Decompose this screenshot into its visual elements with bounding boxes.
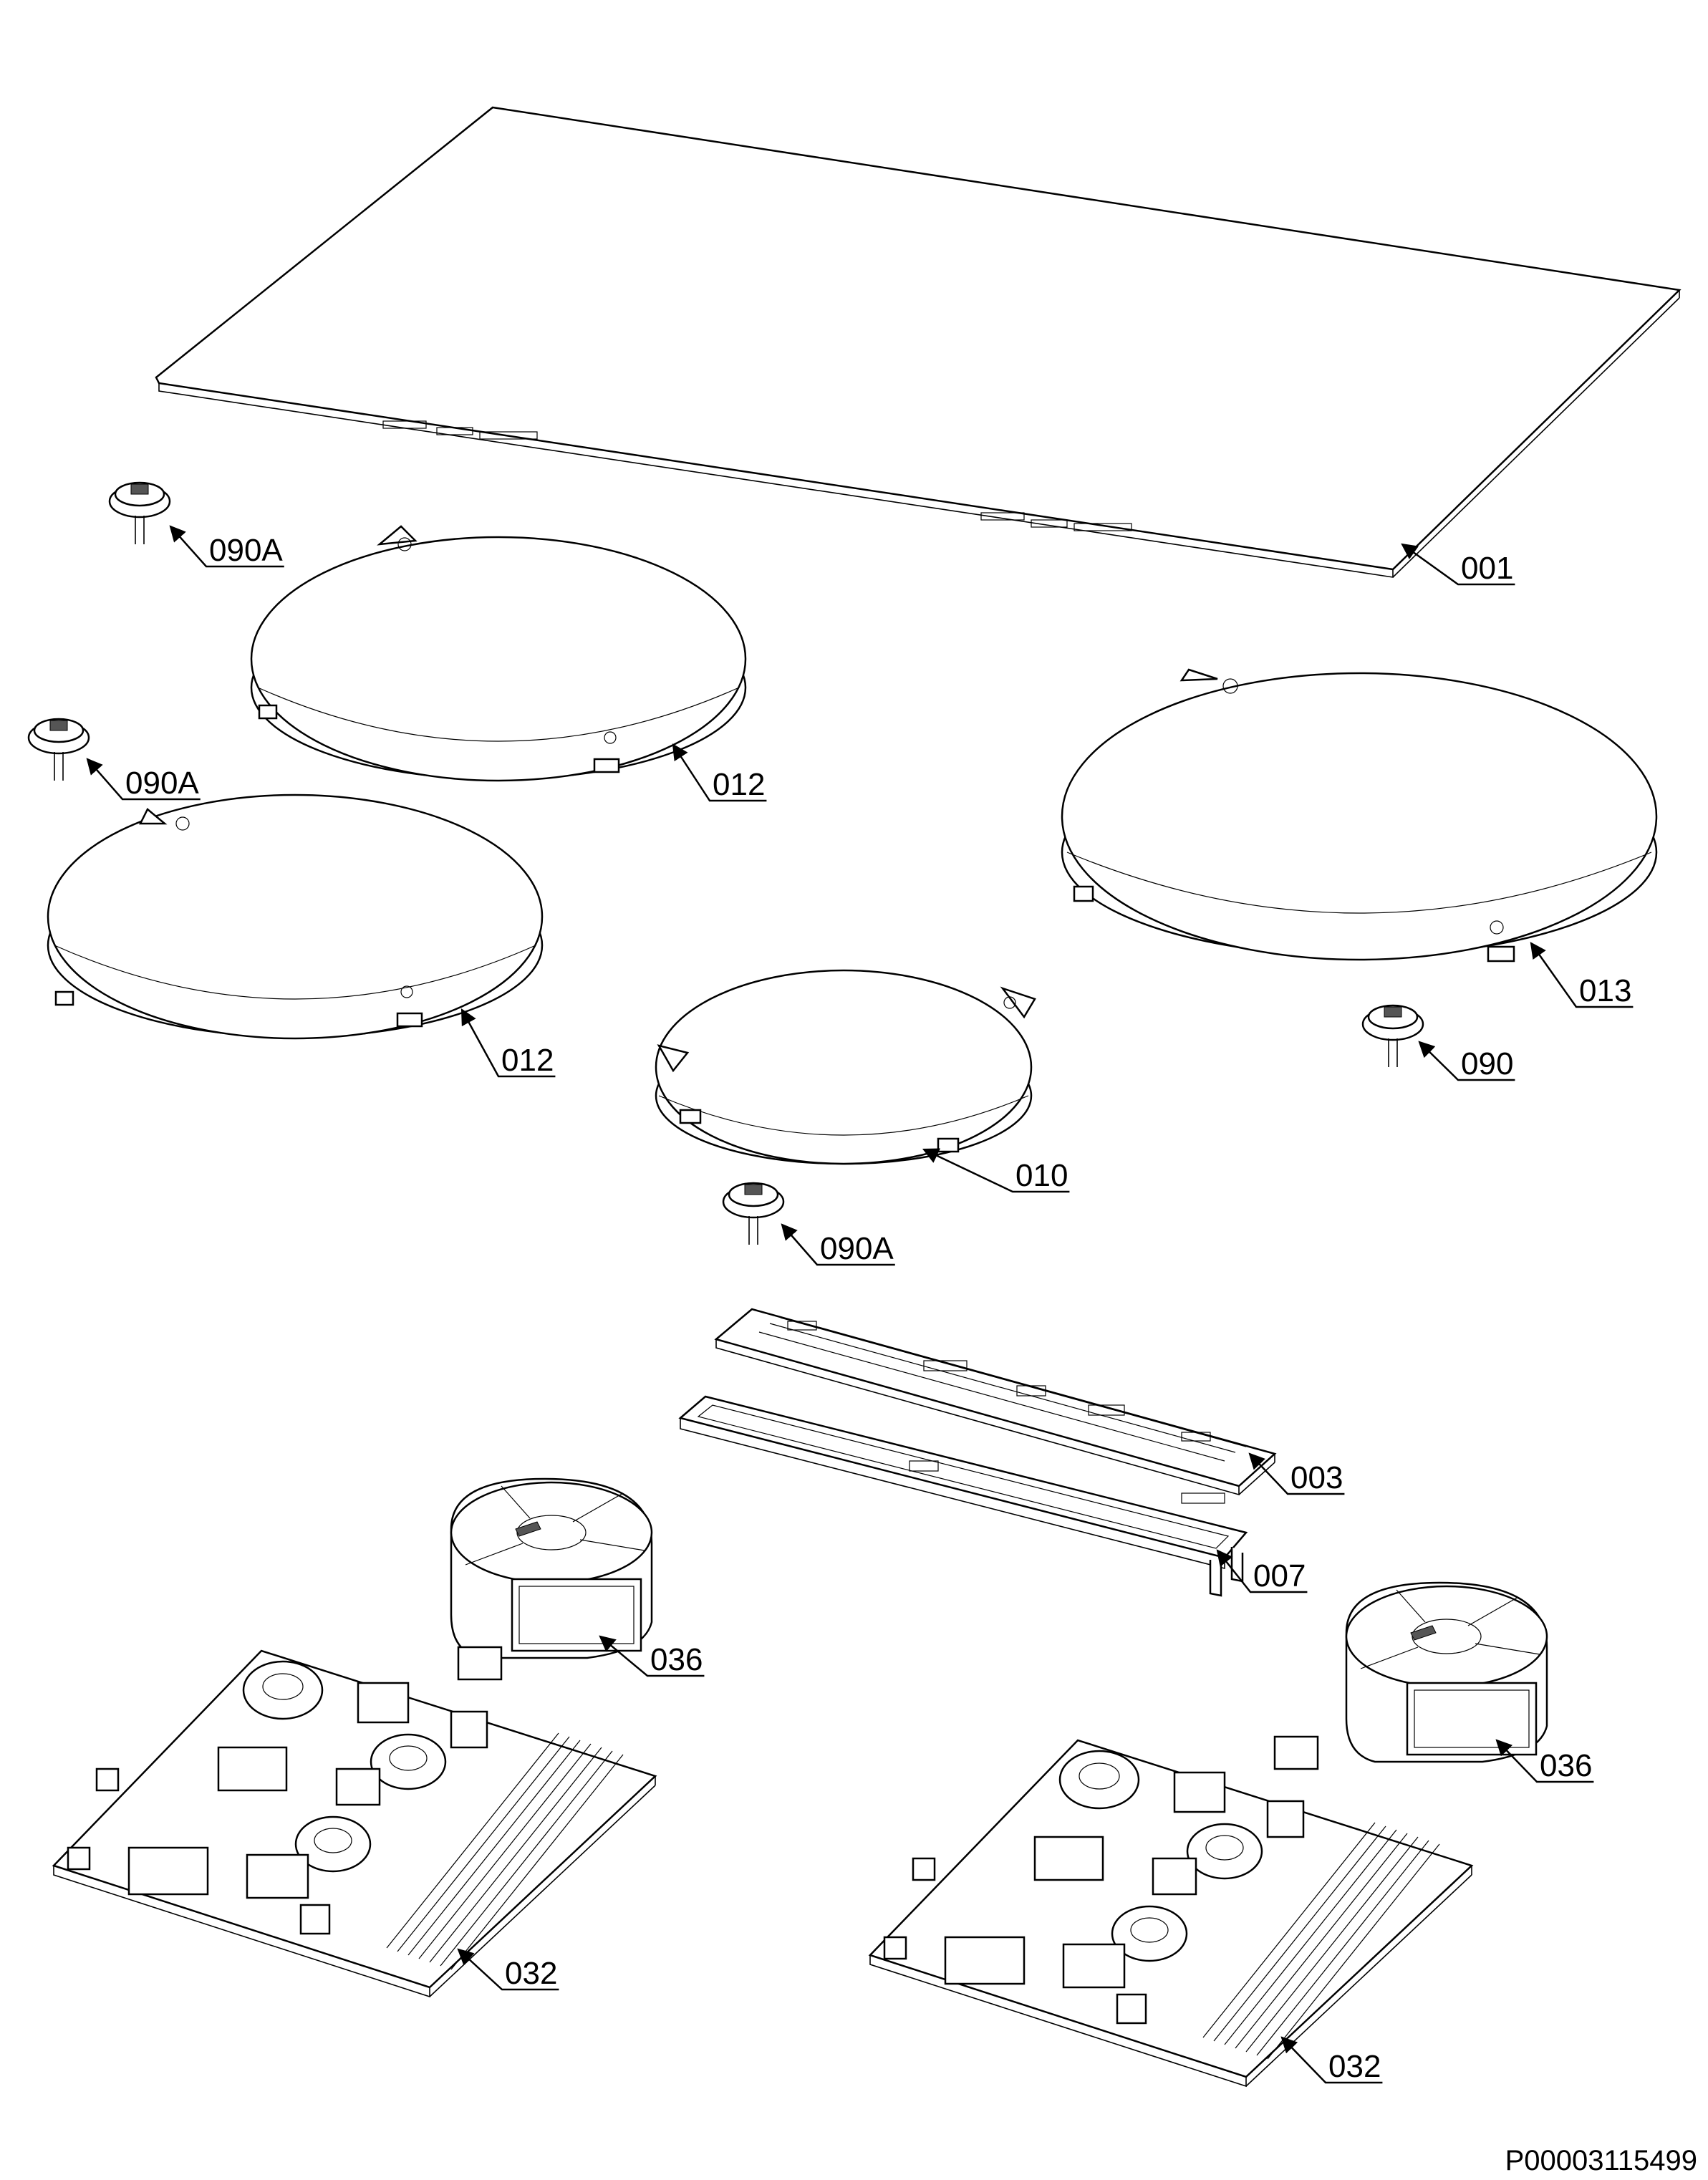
temperature-sensor-090a-1: [108, 481, 171, 544]
callout-label: 013: [1579, 973, 1631, 1008]
callout-label: 036: [650, 1642, 703, 1677]
callout-l032b: 032: [1280, 2036, 1383, 2084]
callout-leader-arrow: [1280, 2036, 1383, 2084]
callout-l007: 007: [1216, 1549, 1308, 1593]
temperature-sensor-090a-2: [27, 718, 90, 781]
induction-coil-012-upper: [250, 525, 747, 782]
callout-leader-arrow: [169, 525, 284, 568]
callout-leader-arrow: [457, 1948, 559, 1991]
callout-l090a2: 090A: [86, 758, 201, 801]
callout-l010: 010: [922, 1148, 1070, 1193]
callout-leader-arrow: [599, 1635, 705, 1677]
callout-label: 032: [505, 1956, 557, 1991]
callout-l003: 003: [1248, 1452, 1345, 1495]
control-board: [714, 1308, 1277, 1496]
callout-label: 032: [1328, 2049, 1381, 2084]
callout-leader-arrow: [922, 1148, 1070, 1193]
callout-leader-arrow: [781, 1223, 895, 1266]
callout-leader-arrow: [1401, 543, 1515, 586]
callout-l090a3: 090A: [781, 1223, 895, 1266]
callout-l012b: 012: [460, 1008, 556, 1078]
callout-leader-arrow: [1418, 1041, 1515, 1081]
callout-leader-arrow: [1530, 942, 1634, 1008]
callout-label: 036: [1540, 1748, 1592, 1783]
callout-label: 090: [1461, 1046, 1513, 1081]
callout-l001: 001: [1401, 543, 1515, 586]
callout-l036b: 036: [1495, 1739, 1594, 1783]
callout-label: 001: [1461, 551, 1513, 586]
callout-label: 090A: [820, 1231, 894, 1266]
callout-label: 010: [1015, 1158, 1068, 1193]
callout-l013: 013: [1530, 942, 1634, 1008]
cooling-fan-right: [1345, 1581, 1548, 1763]
temperature-sensor-090: [1361, 1004, 1424, 1067]
cooling-fan-left: [450, 1477, 653, 1659]
callout-l012a: 012: [672, 743, 767, 802]
callout-leader-arrow: [460, 1008, 556, 1078]
callout-label: 090A: [209, 533, 283, 568]
callout-leader-arrow: [1495, 1739, 1594, 1783]
temperature-sensor-090a-3: [722, 1182, 785, 1245]
callout-label: 012: [501, 1043, 554, 1078]
callout-l036a: 036: [599, 1635, 705, 1677]
callout-leader-arrow: [1248, 1452, 1345, 1495]
power-board-left: [52, 1646, 657, 1998]
callout-leader-arrow: [1216, 1549, 1308, 1593]
callout-leader-arrow: [672, 743, 767, 802]
part-callouts: 001 090A 012 090A 013 012 090 010 090A 003 007 036 0…: [86, 525, 1634, 2084]
induction-coil-012-lower: [47, 794, 544, 1040]
power-board-right: [868, 1735, 1474, 2088]
callout-l090: 090: [1418, 1041, 1515, 1081]
glass-top-plate: [155, 106, 1682, 578]
callout-label: 090A: [125, 766, 199, 801]
callout-label: 003: [1290, 1460, 1343, 1495]
callout-l090a1: 090A: [169, 525, 284, 568]
callout-label: 012: [713, 767, 765, 802]
induction-coil-013: [1061, 668, 1658, 963]
callout-l032a: 032: [457, 1948, 559, 1991]
callout-label: 007: [1253, 1558, 1306, 1593]
induction-coil-010: [655, 969, 1036, 1165]
document-id: P00003115499: [1505, 2145, 1697, 2176]
callout-leader-arrow: [86, 758, 201, 801]
